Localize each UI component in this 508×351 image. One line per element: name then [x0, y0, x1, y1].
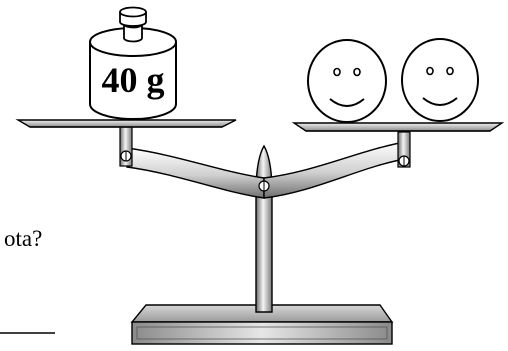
smiley-eye [447, 68, 453, 75]
smiley-face-left [308, 40, 386, 122]
weight-40g: 40 g [90, 8, 176, 120]
right-pan [294, 123, 502, 131]
pivot-left [121, 151, 131, 161]
scale-beam-right [264, 142, 405, 198]
smiley-eye [334, 69, 340, 76]
smiley-face-right [402, 39, 478, 121]
pivot-center [259, 181, 269, 191]
scale-pillar [256, 146, 272, 312]
weight-label: 40 g [102, 60, 165, 100]
pivot-right [399, 156, 409, 166]
left-pan [18, 120, 236, 127]
scale-beam-left [127, 148, 264, 198]
question-text: ota? [4, 226, 42, 251]
smiley-eye [427, 68, 433, 75]
smiley-eye [354, 69, 360, 76]
